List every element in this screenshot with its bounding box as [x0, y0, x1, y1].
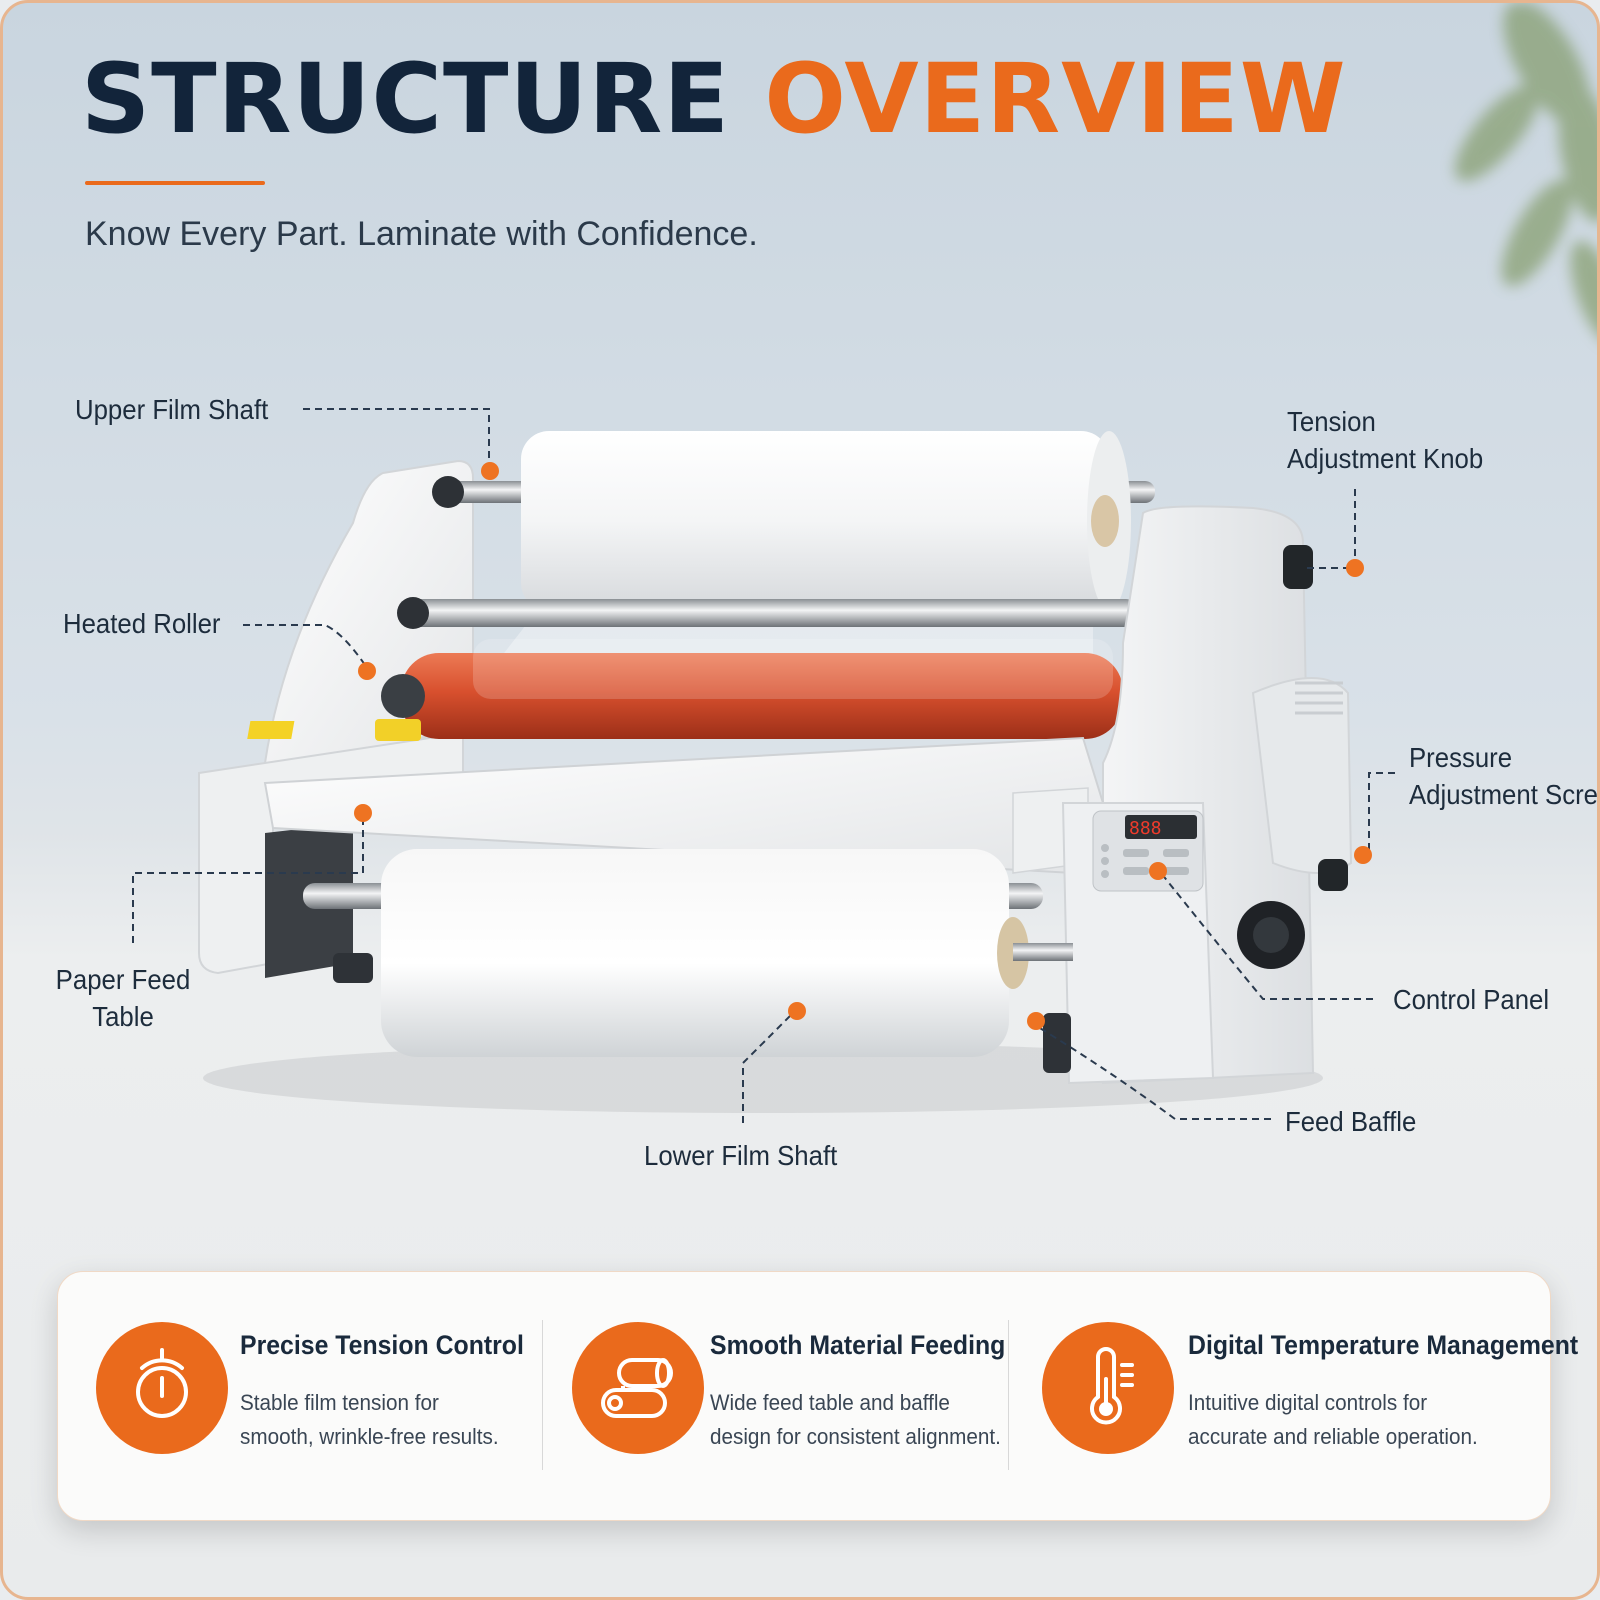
- label-lower-film-shaft: Lower Film Shaft: [644, 1140, 838, 1171]
- label-tension-line1: Tension: [1287, 406, 1376, 437]
- feature-description: Wide feed table and baffle design for co…: [710, 1386, 1001, 1454]
- dot-tension-knob: [1346, 559, 1364, 577]
- label-control-panel: Control Panel: [1393, 984, 1550, 1015]
- feature-desc-line1: Wide feed table and baffle: [710, 1390, 950, 1415]
- label-feed-baffle: Feed Baffle: [1285, 1106, 1417, 1137]
- feature-desc-line1: Intuitive digital controls for: [1188, 1390, 1428, 1415]
- feature-desc-line2: design for consistent alignment.: [710, 1424, 1001, 1449]
- label-paper-feed-table: Paper Feed Table: [49, 961, 196, 1035]
- thermometer-icon: [1090, 1347, 1134, 1425]
- label-paper-feed-table-line1: Paper Feed: [55, 964, 191, 995]
- label-pressure-adjustment-screw: Pressure Adjustment Screw: [1409, 739, 1600, 813]
- label-pressure-line1: Pressure: [1409, 742, 1513, 773]
- feature-desc-line2: accurate and reliable operation.: [1188, 1424, 1478, 1449]
- dot-control-panel: [1149, 862, 1167, 880]
- panel-divider: [1008, 1320, 1009, 1470]
- dot-upper-film-shaft: [481, 462, 499, 480]
- dot-lower-film-shaft: [788, 1002, 806, 1020]
- feature-title: Precise Tension Control: [240, 1330, 524, 1360]
- dot-paper-feed-table: [354, 804, 372, 822]
- page-title: STRUCTURE OVERVIEW: [81, 43, 1347, 155]
- feature-icon-circle: [572, 1322, 704, 1454]
- feature-material-feeding: Smooth Material Feeding Wide feed table …: [542, 1272, 1006, 1520]
- tension-knob-icon: [136, 1348, 188, 1418]
- label-paper-feed-table-line2: Table: [92, 1001, 154, 1032]
- label-tension-line2: Adjustment Knob: [1287, 443, 1484, 474]
- feature-description: Intuitive digital controls for accurate …: [1188, 1386, 1478, 1454]
- label-upper-film-shaft: Upper Film Shaft: [75, 394, 269, 425]
- feature-desc-line2: smooth, wrinkle-free results.: [240, 1424, 499, 1449]
- title-underline: [85, 181, 265, 185]
- label-pressure-line2: Adjustment Screw: [1409, 779, 1600, 810]
- dot-heated-roller: [358, 662, 376, 680]
- features-panel: Precise Tension Control Stable film tens…: [57, 1271, 1578, 1521]
- feature-tension-control: Precise Tension Control Stable film tens…: [58, 1272, 538, 1520]
- panel-divider: [542, 1320, 543, 1470]
- film-roll-icon: [601, 1358, 673, 1418]
- feature-desc-line1: Stable film tension for: [240, 1390, 439, 1415]
- laminator-illustration: 888: [132, 408, 1395, 1123]
- title-word-structure: STRUCTURE: [81, 43, 730, 155]
- dot-pressure-screw: [1354, 846, 1372, 864]
- feature-title: Smooth Material Feeding: [710, 1330, 1006, 1360]
- label-tension-adjustment-knob: Tension Adjustment Knob: [1287, 403, 1483, 477]
- label-heated-roller: Heated Roller: [63, 608, 221, 639]
- feature-description: Stable film tension for smooth, wrinkle-…: [240, 1386, 499, 1454]
- page-subtitle: Know Every Part. Laminate with Confidenc…: [85, 215, 758, 253]
- feature-temperature-management: Digital Temperature Management Intuitive…: [1008, 1272, 1578, 1520]
- feature-icon-circle: [96, 1322, 228, 1454]
- dot-feed-baffle: [1027, 1012, 1045, 1030]
- svg-text:888: 888: [1129, 818, 1162, 839]
- feature-icon-circle: [1042, 1322, 1174, 1454]
- title-word-overview: OVERVIEW: [764, 43, 1347, 155]
- plant-decoration: [1454, 3, 1597, 346]
- feature-title: Digital Temperature Management: [1188, 1330, 1579, 1360]
